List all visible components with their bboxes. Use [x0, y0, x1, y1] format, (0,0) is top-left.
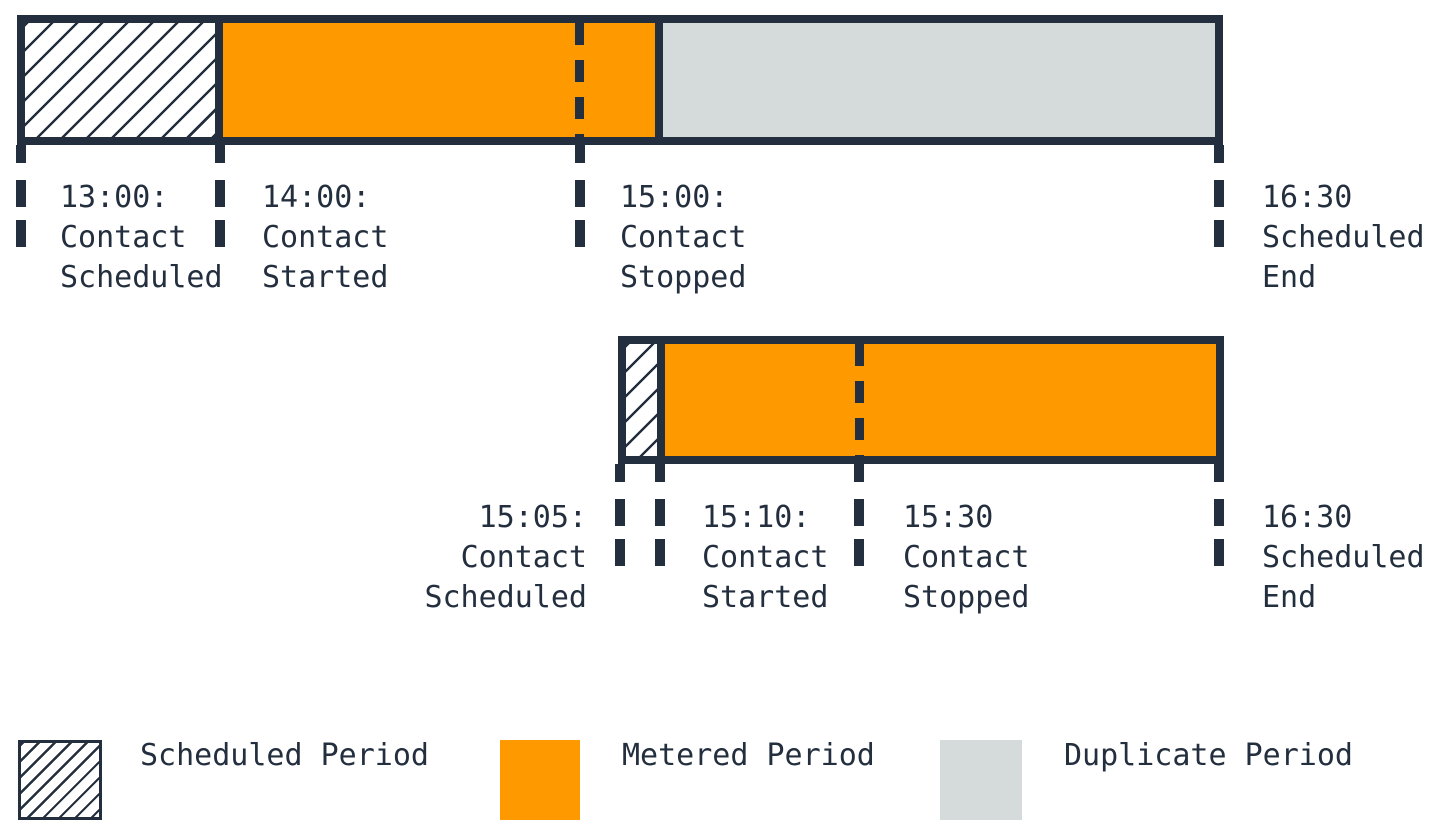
- timeline-2-tick-contact-scheduled: [615, 464, 625, 568]
- event-line: Started: [702, 580, 829, 615]
- event-line: Started: [262, 260, 389, 295]
- event-line: End: [1262, 260, 1317, 295]
- event-line: Contact: [702, 540, 829, 575]
- timeline-1-metered-segment: [223, 23, 655, 137]
- timeline-1-label-contact-started: 14:00: Contact Started: [262, 178, 388, 298]
- timeline-2-scheduled-segment: [626, 344, 657, 456]
- legend-scheduled-swatch: [18, 740, 102, 820]
- timeline-1-duplicate-divider: [655, 23, 663, 137]
- timeline-2-tick-scheduled-end: [1214, 464, 1224, 568]
- event-time: 14:00:: [262, 180, 371, 215]
- timeline-2-metered-segment: [665, 344, 1216, 456]
- timeline-1-tick-contact-stopped: [575, 145, 585, 249]
- event-time: 15:00:: [620, 180, 729, 215]
- event-time: 15:30: [903, 500, 994, 535]
- legend-metered-swatch: [500, 740, 580, 820]
- event-line: Scheduled: [60, 260, 223, 295]
- event-line: Scheduled: [1262, 220, 1425, 255]
- event-time: 15:05:: [478, 500, 587, 535]
- timeline-2-start-divider: [657, 344, 665, 456]
- event-line: Contact: [60, 220, 187, 255]
- timeline-2-tick-contact-stopped: [854, 464, 864, 568]
- legend-scheduled-label: Scheduled Period: [140, 738, 429, 773]
- event-time: 13:00:: [60, 180, 169, 215]
- timeline-1-label-scheduled-end: 16:30 Scheduled End: [1262, 178, 1425, 298]
- event-time: 15:10:: [702, 500, 811, 535]
- timeline-1-scheduled-segment: [25, 23, 215, 137]
- timeline-2-label-contact-scheduled: 15:05: Contact Scheduled: [424, 498, 587, 618]
- event-line: Contact: [460, 540, 587, 575]
- timeline-2-label-scheduled-end: 16:30 Scheduled End: [1262, 498, 1425, 618]
- event-line: Contact: [262, 220, 389, 255]
- event-line: Contact: [903, 540, 1030, 575]
- legend-metered-label: Metered Period: [622, 738, 875, 773]
- event-line: End: [1262, 580, 1317, 615]
- timeline-2-tick-contact-started: [655, 464, 665, 568]
- event-line: Stopped: [620, 260, 747, 295]
- timeline-2-bar: [618, 336, 1224, 464]
- timeline-2-stop-dashed-line: [855, 344, 864, 456]
- timeline-1-duplicate-segment: [663, 23, 1215, 137]
- legend-duplicate-label: Duplicate Period: [1064, 738, 1353, 773]
- timeline-1-start-divider: [215, 23, 223, 137]
- timeline-2-label-contact-stopped: 15:30 Contact Stopped: [903, 498, 1029, 618]
- timeline-1-tick-contact-scheduled: [16, 145, 26, 249]
- event-line: Stopped: [903, 580, 1030, 615]
- event-line: Scheduled: [424, 580, 587, 615]
- timeline-1-stop-dashed-line: [575, 23, 584, 137]
- timeline-2-label-contact-started: 15:10: Contact Started: [702, 498, 828, 618]
- legend-duplicate-swatch: [940, 740, 1022, 820]
- timeline-1-bar: [17, 15, 1223, 145]
- event-line: Contact: [620, 220, 747, 255]
- event-time: 16:30: [1262, 500, 1353, 535]
- timeline-1-tick-contact-started: [215, 145, 225, 249]
- timeline-1-label-contact-stopped: 15:00: Contact Stopped: [620, 178, 746, 298]
- event-line: Scheduled: [1262, 540, 1425, 575]
- timeline-1-tick-scheduled-end: [1214, 145, 1224, 249]
- timeline-1-label-contact-scheduled: 13:00: Contact Scheduled: [60, 178, 223, 298]
- event-time: 16:30: [1262, 180, 1353, 215]
